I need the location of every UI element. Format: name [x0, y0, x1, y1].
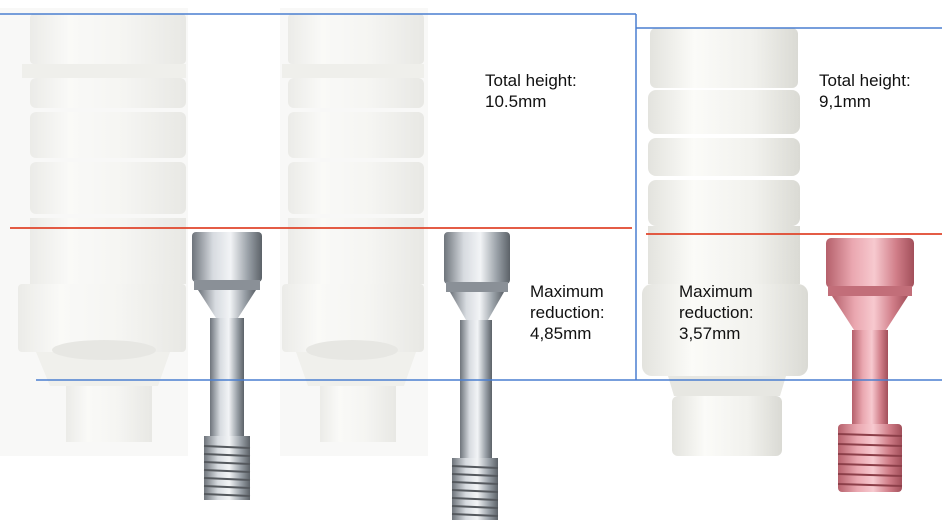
right-pink-screw: [826, 238, 914, 492]
left-max-reduction-label: Maximum reduction: 4,85mm: [530, 281, 605, 344]
left-total-height-label: Total height: 10.5mm: [485, 70, 577, 112]
right-total-height-label: Total height: 9,1mm: [819, 70, 911, 112]
right-total-height-title: Total height:: [819, 71, 911, 90]
middle-titanium-screw: [444, 232, 510, 520]
left-titanium-screw: [192, 232, 262, 500]
right-max-reduction-line1: Maximum: [679, 282, 753, 301]
left-total-height-title: Total height:: [485, 71, 577, 90]
left-total-height-value: 10.5mm: [485, 92, 547, 111]
right-total-height-value: 9,1mm: [819, 92, 871, 111]
left-max-reduction-line1: Maximum: [530, 282, 604, 301]
left-max-reduction-value: 4,85mm: [530, 324, 592, 343]
left-abutment: [0, 8, 188, 456]
right-max-reduction-line2: reduction:: [679, 303, 754, 322]
left-max-reduction-line2: reduction:: [530, 303, 605, 322]
right-abutment: [642, 28, 808, 456]
right-max-reduction-label: Maximum reduction: 3,57mm: [679, 281, 754, 344]
middle-abutment: [280, 8, 428, 456]
right-max-reduction-value: 3,57mm: [679, 324, 741, 343]
